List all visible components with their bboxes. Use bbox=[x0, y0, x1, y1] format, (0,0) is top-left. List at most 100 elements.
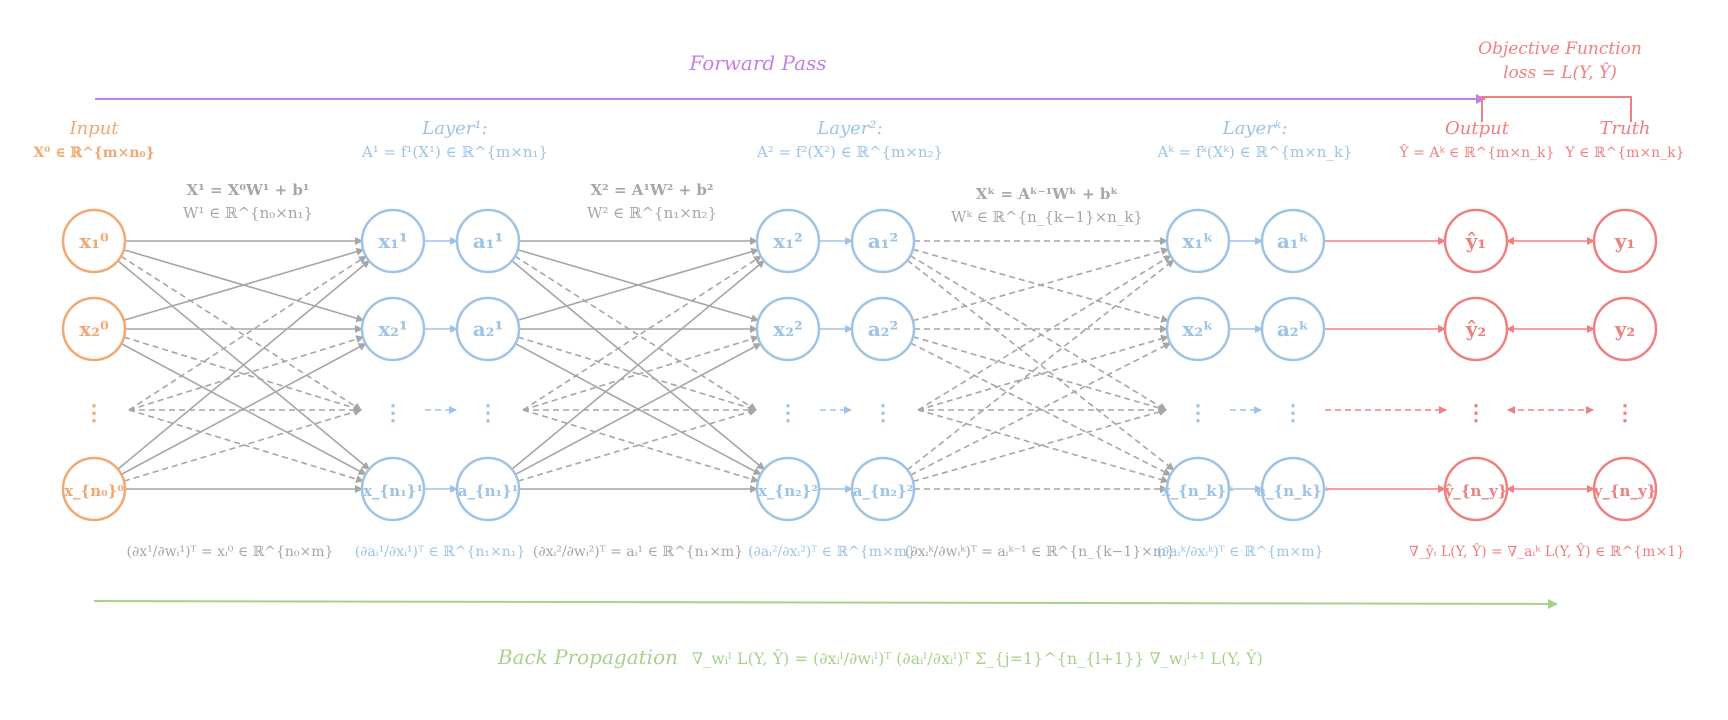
weights2-equation: X² = A¹W² + b² bbox=[591, 181, 714, 199]
ak-node-label: a₁ᵏ bbox=[1277, 229, 1309, 253]
vertical-ellipsis: ⋮ bbox=[1187, 400, 1209, 426]
x1-node-label: x_{n₁}¹ bbox=[363, 482, 423, 500]
connection-edge bbox=[522, 255, 762, 411]
a2-node bbox=[850, 296, 916, 362]
ak-node-label: a₂ᵏ bbox=[1277, 317, 1309, 341]
y-node bbox=[1592, 456, 1658, 522]
x1-node-label: x₂¹ bbox=[378, 317, 407, 341]
layerk-formula: Aᵏ = fᵏ(Xᵏ) ∈ ℝ^{m×n_k} bbox=[1156, 143, 1352, 161]
connection-edge bbox=[912, 335, 1167, 412]
connection-edge bbox=[514, 255, 757, 411]
input-node bbox=[61, 296, 127, 362]
vertical-ellipsis: ⋮ bbox=[872, 400, 894, 426]
connection-edges bbox=[117, 237, 1595, 493]
connection-edge bbox=[909, 254, 1167, 411]
vertical-ellipsis: ⋮ bbox=[382, 400, 404, 426]
x2-node-label: x_{n₂}² bbox=[758, 482, 818, 500]
y-node-label: y₂ bbox=[1614, 317, 1635, 341]
connection-edge bbox=[906, 259, 1175, 471]
a2-node bbox=[850, 208, 916, 274]
back-propagation-arrow bbox=[93, 598, 1558, 609]
x2-node bbox=[755, 456, 821, 522]
a2-node-label: a₁² bbox=[868, 229, 898, 253]
xk-node bbox=[1165, 296, 1231, 362]
connection-edge bbox=[514, 342, 762, 476]
input-node-label: x_{n₀}⁰ bbox=[64, 482, 124, 500]
a2-node-label: a_{n₂}² bbox=[853, 482, 914, 500]
connection-edge bbox=[123, 408, 362, 482]
truth-formula: Y ∈ ℝ^{m×n_k} bbox=[1564, 145, 1684, 161]
weights1-equation: X¹ = X⁰W¹ + b¹ bbox=[187, 181, 310, 199]
output-title: Output bbox=[1445, 118, 1510, 139]
connection-edge bbox=[517, 336, 757, 412]
objective-formula: loss = L(Y, Ŷ) bbox=[1503, 62, 1617, 83]
objective-title: Objective Function bbox=[1478, 39, 1642, 59]
x2-node-label: x₂² bbox=[773, 317, 802, 341]
derivative-x1-w1: (∂x¹/∂wᵢ¹)ᵀ = xᵢ⁰ ∈ ℝ^{n₀×m} bbox=[127, 544, 334, 560]
y-node bbox=[1592, 208, 1658, 274]
a1-node-label: a₁¹ bbox=[473, 229, 503, 253]
yhat-node bbox=[1443, 296, 1509, 362]
x1-node bbox=[360, 456, 426, 522]
connection-edge bbox=[120, 255, 362, 411]
derivative-xk-wk: (∂xᵢᵏ/∂wᵢᵏ)ᵀ = aᵢᵏ⁻¹ ∈ ℝ^{n_{k−1}×m} bbox=[905, 544, 1175, 560]
xk-node-label: x₁ᵏ bbox=[1182, 229, 1213, 253]
xk-node bbox=[1165, 456, 1231, 522]
connection-edge bbox=[910, 342, 1172, 476]
derivative-a1-x1: (∂aᵢ¹/∂xᵢ¹)ᵀ ∈ ℝ^{n₁×n₁} bbox=[355, 544, 526, 560]
x2-node bbox=[755, 296, 821, 362]
y-node-label: y₁ bbox=[1614, 229, 1635, 253]
connection-edge bbox=[128, 255, 367, 411]
weightsk-equation: Xᵏ = Aᵏ⁻¹Wᵏ + bᵏ bbox=[976, 185, 1119, 203]
vertical-ellipsis: ⋮ bbox=[1614, 400, 1636, 426]
connection-edge bbox=[511, 260, 765, 470]
connection-edge bbox=[123, 336, 362, 412]
a1-node-label: a₂¹ bbox=[473, 317, 503, 341]
x1-node bbox=[360, 296, 426, 362]
connection-edge bbox=[917, 334, 1169, 411]
a2-node bbox=[850, 456, 916, 522]
input-node-label: x₂⁰ bbox=[79, 317, 109, 341]
connection-edge bbox=[917, 409, 1169, 484]
forward-pass-label: Forward Pass bbox=[688, 51, 826, 75]
ak-node-label: a_{n_k}ᵏ bbox=[1256, 482, 1329, 500]
derivative-output-gradient: ∇_ŷᵢ L(Y, Ŷ) = ∇_aᵢᵏ L(Y, Ŷ) ∈ ℝ^{m×1} bbox=[1409, 542, 1685, 560]
a1-node bbox=[455, 208, 521, 274]
connection-edge bbox=[123, 247, 365, 322]
connection-edge bbox=[517, 247, 760, 322]
x1-node-label: x₁¹ bbox=[378, 229, 407, 253]
connection-edge bbox=[912, 408, 1167, 483]
y-node bbox=[1592, 296, 1658, 362]
network-nodes: x₁⁰x₂⁰x_{n₀}⁰⋮x₁¹x₂¹x_{n₁}¹⋮a₁¹a₂¹a_{n₁}… bbox=[61, 208, 1658, 522]
ak-node bbox=[1260, 456, 1326, 522]
weights1-shape: W¹ ∈ ℝ^{n₀×n₁} bbox=[183, 204, 313, 222]
back-propagation-label: Back Propagation bbox=[497, 645, 678, 669]
weights2-shape: W² ∈ ℝ^{n₁×n₂} bbox=[587, 204, 717, 222]
input-node-label: x₁⁰ bbox=[79, 229, 109, 253]
connection-edge bbox=[128, 409, 364, 483]
connection-edge bbox=[120, 342, 367, 476]
connection-edge bbox=[517, 408, 757, 482]
vertical-ellipsis: ⋮ bbox=[1465, 400, 1487, 426]
x2-node bbox=[755, 208, 821, 274]
input-node bbox=[61, 456, 127, 522]
x2-node-label: x₁² bbox=[773, 229, 802, 253]
xk-node bbox=[1165, 208, 1231, 274]
layer1-title: Layer¹: bbox=[421, 118, 487, 139]
a1-node bbox=[455, 456, 521, 522]
connection-edge bbox=[906, 259, 1175, 471]
a2-node-label: a₂² bbox=[868, 317, 898, 341]
connection-edge bbox=[917, 254, 1172, 411]
derivative-ak-xk: (∂aᵢᵏ/∂xᵢᵏ)ᵀ ∈ ℝ^{m×m} bbox=[1157, 544, 1324, 560]
yhat-node-label: ŷ₁ bbox=[1465, 229, 1486, 253]
weightsk-shape: Wᵏ ∈ ℝ^{n_{k−1}×n_k} bbox=[951, 208, 1143, 226]
ak-node bbox=[1260, 208, 1326, 274]
a1-node bbox=[455, 296, 521, 362]
yhat-node-label: ŷ_{n_y} bbox=[1444, 482, 1508, 500]
connection-edge bbox=[117, 260, 370, 470]
input-title: Input bbox=[68, 118, 119, 139]
vertical-ellipsis: ⋮ bbox=[477, 400, 499, 426]
back-propagation-formula: ∇_wᵢˡ L(Y, Ŷ) = (∂xᵢˡ/∂wᵢˡ)ᵀ (∂aᵢˡ/∂xᵢˡ)… bbox=[692, 648, 1263, 668]
connection-edge bbox=[522, 409, 759, 483]
